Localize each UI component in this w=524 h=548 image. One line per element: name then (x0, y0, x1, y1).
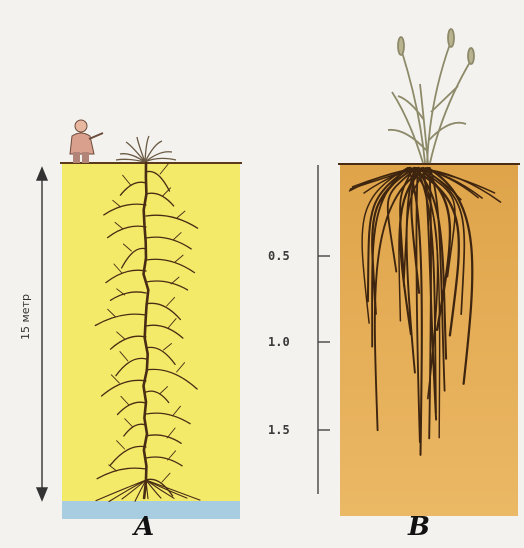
panel-b-label: B (408, 512, 430, 542)
depth-label: 15 метр (19, 294, 32, 340)
desert-shrub (116, 136, 176, 162)
depth-scale (318, 165, 330, 494)
wheat-plant (388, 29, 474, 163)
scale-tick-label: 1.5 (268, 423, 290, 437)
scale-tick-label: 1.0 (268, 335, 290, 349)
panel-a (37, 120, 242, 519)
panel-a-label: A (134, 512, 154, 542)
depth-arrow (37, 168, 47, 500)
panel-a-soil (62, 163, 240, 501)
person-figure (70, 120, 103, 163)
scale-tick-label: 0.5 (268, 249, 290, 263)
panel-b (318, 29, 520, 516)
